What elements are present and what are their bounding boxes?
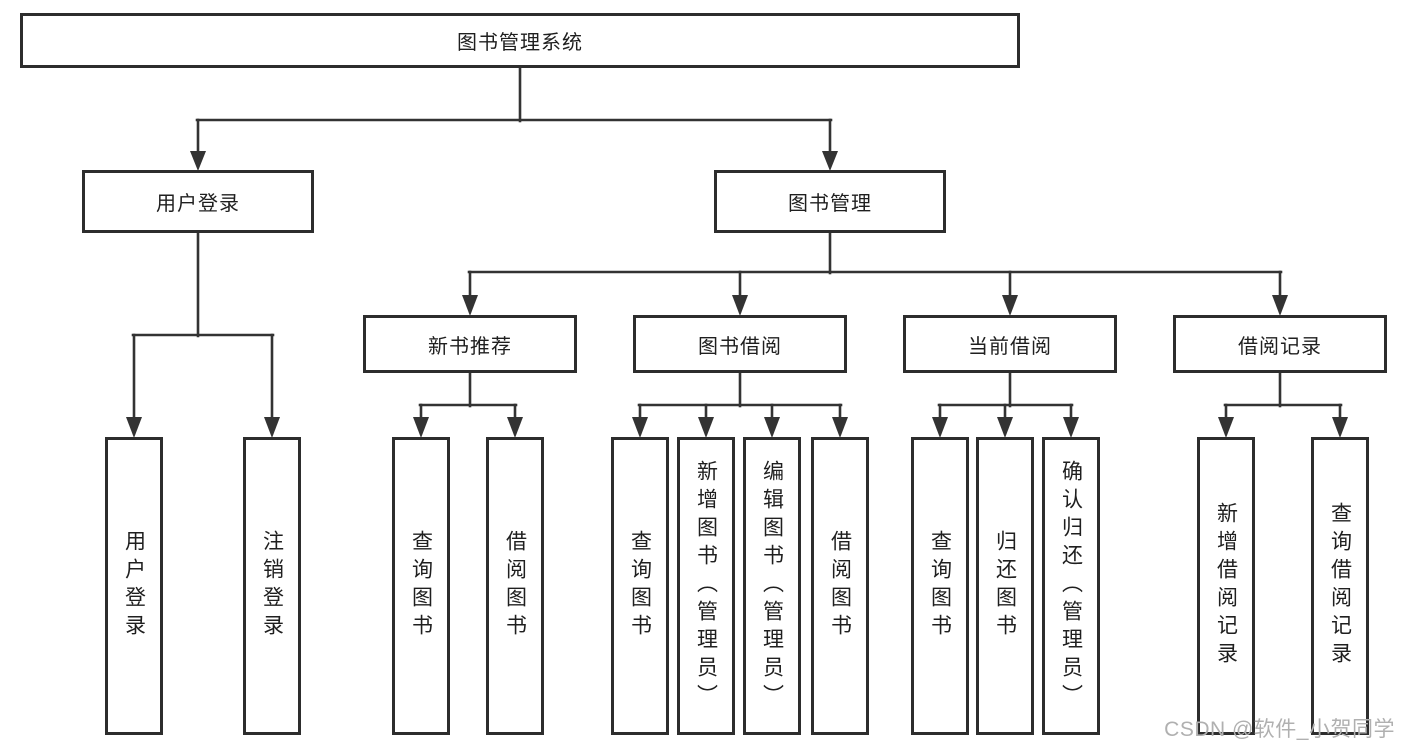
- csdn-watermark: CSDN @软件_小贺同学: [1164, 718, 1395, 741]
- leaf-add-book-admin-label: 新增图书（管理员）: [694, 460, 718, 712]
- arrow-down-icon: [1272, 295, 1288, 316]
- leaf-logout-login-label: 注销登录: [260, 530, 284, 642]
- leaf-confirm-return-admin-label: 确认归还（管理员）: [1059, 460, 1083, 712]
- arrow-down-icon: [997, 417, 1013, 438]
- leaf-borrow-books-newbook: 借阅图书: [486, 437, 544, 735]
- arrow-down-icon: [932, 417, 948, 438]
- leaf-query-borrow-record-label: 查询借阅记录: [1328, 502, 1352, 670]
- leaf-query-books-current: 查询图书: [911, 437, 969, 735]
- arrow-down-icon: [832, 417, 848, 438]
- node-new-book-recommend: 新书推荐: [363, 315, 577, 373]
- node-current-borrow: 当前借阅: [903, 315, 1117, 373]
- leaf-borrow-books-borrow: 借阅图书: [811, 437, 869, 735]
- connector-borrow-records-children: [1218, 370, 1348, 438]
- leaf-query-borrow-record: 查询借阅记录: [1311, 437, 1369, 735]
- leaf-borrow-books-newbook-label: 借阅图书: [503, 530, 527, 642]
- node-current-borrow-label: 当前借阅: [968, 335, 1052, 358]
- node-user-login: 用户登录: [82, 170, 314, 233]
- leaf-return-books: 归还图书: [976, 437, 1034, 735]
- leaf-query-books-newbook: 查询图书: [392, 437, 450, 735]
- arrow-down-icon: [462, 295, 478, 316]
- arrow-down-icon: [632, 417, 648, 438]
- node-borrow-records: 借阅记录: [1173, 315, 1387, 373]
- node-book-management-label: 图书管理: [788, 193, 872, 215]
- arrow-down-icon: [126, 417, 142, 438]
- leaf-add-borrow-record-label: 新增借阅记录: [1214, 502, 1238, 670]
- leaf-query-books-current-label: 查询图书: [928, 530, 952, 642]
- arrow-down-icon: [413, 417, 429, 438]
- arrow-down-icon: [1218, 417, 1234, 438]
- leaf-user-login-label: 用户登录: [122, 530, 146, 642]
- leaf-borrow-books-borrow-label: 借阅图书: [828, 530, 852, 642]
- leaf-logout-login: 注销登录: [243, 437, 301, 735]
- connector-user-login-children: [126, 230, 280, 438]
- leaf-query-books-borrow-label: 查询图书: [628, 530, 652, 642]
- arrow-down-icon: [190, 151, 206, 171]
- leaf-query-books-borrow: 查询图书: [611, 437, 669, 735]
- leaf-edit-book-admin-label: 编辑图书（管理员）: [760, 460, 784, 712]
- leaf-add-borrow-record: 新增借阅记录: [1197, 437, 1255, 735]
- node-root: 图书管理系统: [20, 13, 1020, 68]
- node-new-book-recommend-label: 新书推荐: [428, 335, 512, 358]
- leaf-return-books-label: 归还图书: [993, 530, 1017, 642]
- arrow-down-icon: [507, 417, 523, 438]
- connector-new-book-children: [413, 370, 523, 438]
- arrow-down-icon: [732, 295, 748, 316]
- node-book-management: 图书管理: [714, 170, 946, 233]
- leaf-edit-book-admin: 编辑图书（管理员）: [743, 437, 801, 735]
- leaf-user-login: 用户登录: [105, 437, 163, 735]
- leaf-query-books-newbook-label: 查询图书: [409, 530, 433, 642]
- arrow-down-icon: [764, 417, 780, 438]
- node-book-borrow: 图书借阅: [633, 315, 847, 373]
- connector-current-borrow-children: [932, 370, 1079, 438]
- arrow-down-icon: [822, 151, 838, 171]
- node-borrow-records-label: 借阅记录: [1238, 335, 1322, 358]
- connector-book-management-children: [462, 230, 1288, 316]
- arrow-down-icon: [1332, 417, 1348, 438]
- connector-root-to-level2: [190, 66, 838, 171]
- connector-book-borrow-children: [632, 370, 848, 438]
- arrow-down-icon: [264, 417, 280, 438]
- arrow-down-icon: [1063, 417, 1079, 438]
- node-root-label: 图书管理系统: [457, 32, 583, 54]
- leaf-confirm-return-admin: 确认归还（管理员）: [1042, 437, 1100, 735]
- node-user-login-label: 用户登录: [156, 193, 240, 215]
- node-book-borrow-label: 图书借阅: [698, 335, 782, 358]
- arrow-down-icon: [1002, 295, 1018, 316]
- leaf-add-book-admin: 新增图书（管理员）: [677, 437, 735, 735]
- arrow-down-icon: [698, 417, 714, 438]
